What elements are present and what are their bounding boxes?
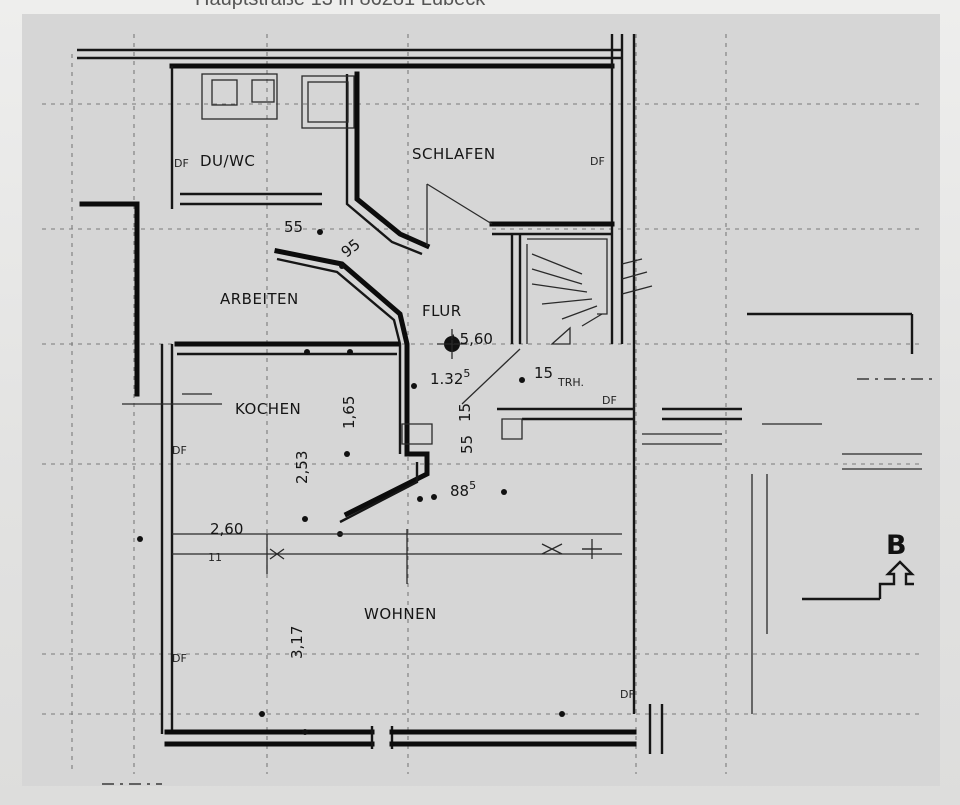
dim-885: 885 [450, 479, 476, 500]
dim-15b: 15 [456, 403, 474, 422]
dim-885-main: 88 [450, 482, 469, 500]
stair-note-trh: TRH. [557, 376, 584, 389]
df-mark-schlafen: DF [590, 155, 605, 168]
section-marker: B [802, 530, 915, 601]
section-label-b: B [886, 530, 907, 561]
dim-317: 3,17 [288, 626, 306, 659]
interior-walls [174, 71, 634, 524]
dim-15: 15 [534, 364, 553, 382]
dim-260: 2,60 [210, 520, 243, 538]
dim-11: 11 [208, 551, 222, 564]
door-swings [182, 183, 521, 405]
df-mark-flur: DF [602, 394, 617, 407]
dim-55b: 55 [458, 435, 476, 454]
bathroom-fixtures [201, 73, 355, 129]
dim-165: 1,65 [340, 396, 358, 429]
address-header: Hauptstraße 13 in 86281 Lübeck [195, 0, 485, 11]
dim-1325-main: 1.32 [430, 370, 463, 388]
staircase [526, 238, 653, 345]
dim-1325-sup: 5 [463, 367, 470, 380]
dim-885-sup: 5 [469, 479, 476, 492]
floor-plan-sheet: SCHLAFEN DU/WC ARBEITEN FLUR KOCHEN WOHN… [22, 14, 940, 786]
df-mark-kochen: DF [172, 444, 187, 457]
df-mark-wohnen: DF [172, 652, 187, 665]
dim-95: 95 [338, 235, 364, 261]
dim-55: 55 [284, 218, 303, 236]
section-arrow-icon [802, 560, 915, 601]
room-label-flur: FLUR [422, 302, 462, 320]
dim-flur-level: +5,60 [447, 330, 493, 348]
room-label-arbeiten: ARBEITEN [220, 290, 299, 308]
df-mark-wohnen-right: DF [620, 688, 635, 701]
dim-1325: 1.325 [430, 367, 470, 388]
room-label-wohnen: WOHNEN [364, 605, 437, 623]
room-label-kochen: KOCHEN [235, 400, 301, 418]
exterior-walls [77, 34, 937, 785]
dimension-marks [122, 229, 922, 735]
room-label-schlafen: SCHLAFEN [412, 145, 496, 163]
room-label-du-wc: DU/WC [200, 152, 255, 170]
dim-253: 2,53 [293, 451, 311, 484]
df-mark-duwc: DF [174, 157, 189, 170]
floor-plan-drawing: SCHLAFEN DU/WC ARBEITEN FLUR KOCHEN WOHN… [42, 34, 937, 785]
